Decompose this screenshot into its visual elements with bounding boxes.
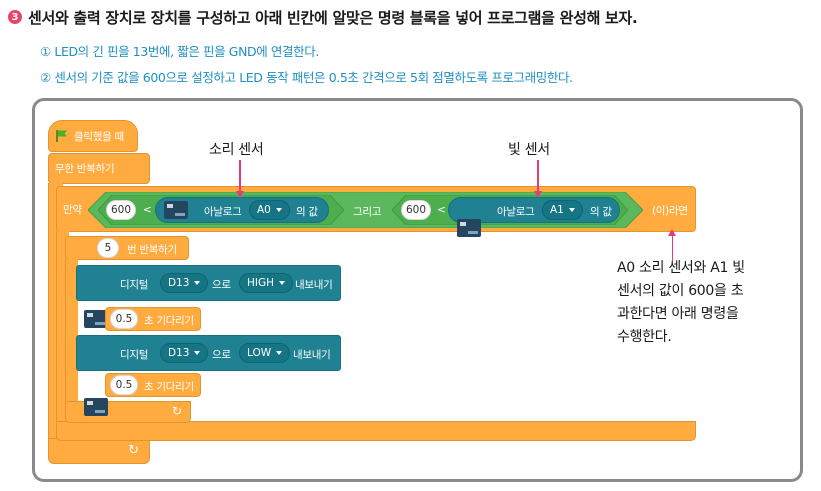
- output-suffix-2: 내보내기: [293, 349, 331, 361]
- instruction-2: ② 센서의 기준 값을 600으로 설정하고 LED 동작 패턴은 0.5초 간…: [40, 70, 573, 85]
- pin-a0-value: A0: [257, 204, 271, 216]
- sound-sensor-annotation: 소리 센서: [209, 142, 264, 158]
- digital-label-2: 디지털: [120, 349, 149, 361]
- note-line-1: A0 소리 센서와 A1 빛: [617, 260, 745, 276]
- dropdown-arrow-icon: [194, 351, 201, 355]
- dropdown-arrow-icon: [275, 208, 282, 212]
- pin-d13-value: D13: [168, 347, 190, 359]
- note-line-2: 센서의 값이 600을 초: [617, 283, 744, 299]
- arduino-board-icon: [84, 398, 108, 416]
- pin-d13-value: D13: [168, 277, 190, 289]
- analog-label-1: 아날로그: [204, 206, 242, 218]
- dropdown-arrow-icon: [276, 351, 283, 355]
- when-clicked-block[interactable]: 클릭했을 때: [48, 120, 138, 152]
- output-suffix-1: 내보내기: [295, 279, 333, 291]
- wait-2-label: 초 기다리기: [144, 381, 194, 393]
- light-sensor-annotation: 빛 센서: [508, 142, 550, 158]
- level-low-value: LOW: [247, 347, 272, 359]
- repeat-count[interactable]: 5: [97, 238, 119, 258]
- compare-1-operator: <: [143, 204, 152, 216]
- arduino-board-icon: [164, 201, 188, 219]
- level-dropdown-low[interactable]: LOW: [239, 343, 291, 363]
- loop-arrow-icon: ↻: [171, 404, 182, 418]
- compare-1-value[interactable]: 600: [106, 200, 136, 220]
- level-high-value: HIGH: [247, 277, 275, 289]
- if-bottom: [56, 421, 696, 441]
- condition-arrow-line: [671, 235, 673, 261]
- instruction-1: ① LED의 긴 핀을 13번에, 짧은 핀을 GND에 연결한다.: [40, 44, 319, 59]
- dropdown-arrow-icon: [279, 281, 286, 285]
- then-label: (이)라면: [652, 205, 688, 217]
- arduino-board-icon: [84, 310, 108, 328]
- pin-dropdown-a0[interactable]: A0: [249, 200, 290, 220]
- repeat-arm: [65, 259, 78, 409]
- level-dropdown-high[interactable]: HIGH: [239, 273, 294, 293]
- repeat-block[interactable]: [65, 236, 189, 260]
- pin-dropdown-d13-2[interactable]: D13: [160, 343, 209, 363]
- when-clicked-label: 클릭했을 때: [74, 130, 124, 143]
- title-row: 3 센서와 출력 장치로 장치를 구성하고 아래 빈칸에 알맞은 명령 블록을 …: [8, 6, 638, 28]
- arduino-board-icon: [457, 219, 481, 237]
- light-sensor-arrow-head: [533, 191, 542, 198]
- output-mid-2: 으로: [212, 349, 231, 361]
- sound-sensor-arrow-line: [239, 160, 241, 192]
- pin-dropdown-a1[interactable]: A1: [542, 200, 583, 220]
- wait-1-value[interactable]: 0.5: [110, 309, 138, 329]
- forever-bottom: ↻: [48, 438, 150, 464]
- value-suffix-1: 의 값: [296, 206, 318, 218]
- step-number-badge: 3: [8, 10, 22, 24]
- light-sensor-arrow-line: [537, 160, 539, 192]
- value-suffix-2: 의 값: [590, 206, 612, 218]
- if-label: 만약: [63, 203, 82, 216]
- repeat-label: 번 반복하기: [127, 244, 177, 256]
- compare-2-operator: <: [437, 204, 446, 216]
- compare-2-value[interactable]: 600: [401, 200, 431, 220]
- page-title: 센서와 출력 장치로 장치를 구성하고 아래 빈칸에 알맞은 명령 블록을 넣어…: [28, 8, 638, 27]
- condition-arrow-head: [668, 229, 676, 236]
- digital-label-1: 디지털: [120, 279, 149, 291]
- output-mid-1: 으로: [212, 279, 231, 291]
- analog-label-2: 아날로그: [497, 206, 535, 218]
- and-label: 그리고: [353, 206, 382, 218]
- condition-note: A0 소리 센서와 A1 빛 센서의 값이 600을 초 과한다면 아래 명령을…: [617, 257, 745, 349]
- note-line-4: 수행한다.: [617, 329, 672, 345]
- digital-write-high-block[interactable]: [76, 265, 341, 301]
- note-line-3: 과한다면 아래 명령을: [617, 306, 739, 322]
- wait-2-value[interactable]: 0.5: [110, 375, 138, 395]
- pin-a1-value: A1: [550, 204, 564, 216]
- pin-dropdown-d13-1[interactable]: D13: [160, 273, 209, 293]
- green-flag-icon: [56, 130, 67, 142]
- loop-arrow-icon: ↻: [128, 443, 139, 458]
- wait-1-label: 초 기다리기: [144, 315, 194, 327]
- forever-label: 무한 반복하기: [55, 163, 115, 175]
- digital-write-low-block[interactable]: [76, 335, 341, 371]
- dropdown-arrow-icon: [194, 281, 201, 285]
- sound-sensor-arrow-head: [235, 191, 244, 198]
- dropdown-arrow-icon: [568, 208, 575, 212]
- forever-block[interactable]: 무한 반복하기: [48, 153, 150, 184]
